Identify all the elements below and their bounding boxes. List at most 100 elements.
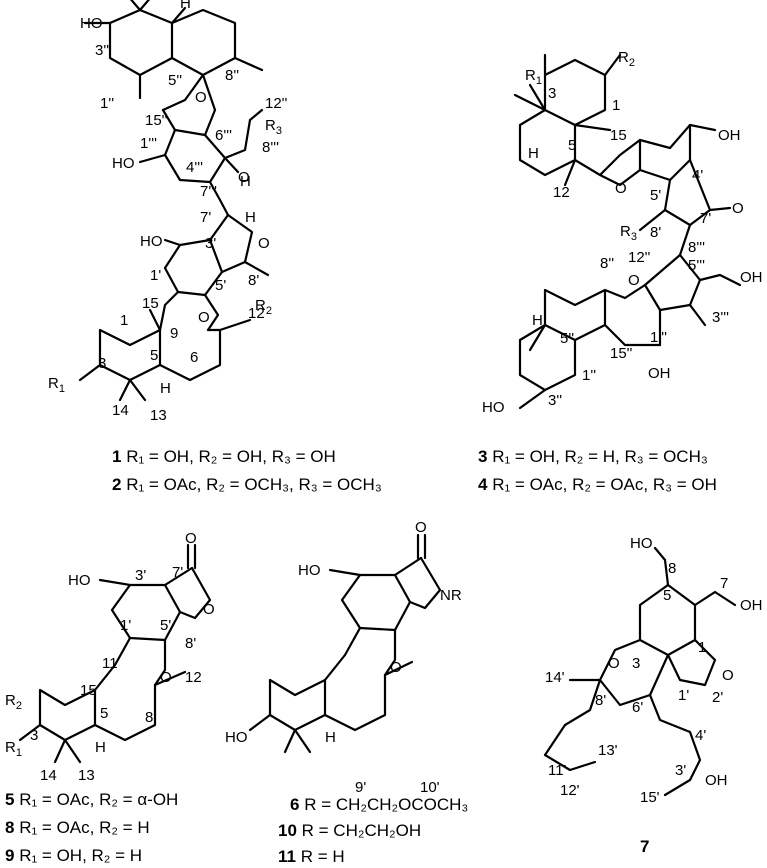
atom-label: 11 <box>102 655 118 672</box>
caption-compound-10: 10 R = CH₂CH₂OH <box>278 821 421 840</box>
atom-label: 1'' <box>100 95 114 112</box>
caption-compound-8: 8 R₁ = OAc, R₂ = H <box>5 818 150 837</box>
structure-compound-6-10-11: O HO NR O HO H <box>225 519 462 754</box>
atom-label: 8''' <box>262 139 279 156</box>
atom-label: 15'' <box>145 112 168 129</box>
caption-compound-2: 2 R₁ = OAc, R₂ = OCH₃, R₃ = OCH₃ <box>112 475 382 494</box>
atom-label: 1 <box>120 312 128 329</box>
oh-label: OH <box>648 365 671 382</box>
atom-label: 3 <box>98 355 106 372</box>
atom-label: 8' <box>248 272 259 289</box>
atom-label: 1'' <box>582 367 596 384</box>
atom-label: 10' <box>420 779 440 796</box>
atom-label: 1''' <box>650 329 667 346</box>
caption-compound-4: 4 R₁ = OAc, R₂ = OAc, R₃ = OH <box>478 475 717 494</box>
ho-label: HO <box>482 399 505 416</box>
ho-label: HO <box>298 562 321 579</box>
caption-compound-6: 6 R = CH₂CH₂OCOCH₃ <box>290 795 468 814</box>
atom-label: 5'' <box>560 330 574 347</box>
oxygen-label: O <box>615 180 627 197</box>
ho-label: HO <box>630 535 653 552</box>
atom-label: 1' <box>120 617 131 634</box>
atom-label: 12 <box>248 305 265 322</box>
atom-label: 12' <box>560 782 580 799</box>
atom-label: 15 <box>610 127 627 144</box>
atom-label: 8 <box>145 709 153 726</box>
atom-label: 6''' <box>215 127 232 144</box>
oxygen-label: O <box>732 200 744 217</box>
oxygen-label: O <box>628 272 640 289</box>
oxygen-label: O <box>722 667 734 684</box>
caption-compound-1: 1 R₁ = OH, R₂ = OH, R₃ = OH <box>112 447 336 466</box>
hydrogen-label: H <box>245 209 256 226</box>
atom-label: 4' <box>695 727 706 744</box>
oxygen-label: O <box>198 309 210 326</box>
atom-label: 8' <box>650 224 661 241</box>
structure-compound-1-2: HO 3'' 5'' H 8'' 12'' 1'' 15'' O 6''' R3… <box>48 0 288 424</box>
atom-label: 3 <box>632 655 640 672</box>
atom-label: 1''' <box>140 135 157 152</box>
r2-label: R2 <box>255 297 272 317</box>
atom-label: 15 <box>142 295 159 312</box>
oxygen-label: O <box>258 235 270 252</box>
atom-label: 3' <box>205 235 216 252</box>
oh-label: OH <box>705 772 728 789</box>
atom-label: 3'' <box>548 392 562 409</box>
atom-label: 7' <box>700 210 711 227</box>
structure-compound-7: HO 8 7 OH 5 3 1 O O 14' 8' 6' 1' 2' 4' 1… <box>543 535 763 806</box>
atom-label: 5' <box>650 187 661 204</box>
atom-label: 5 <box>568 137 576 154</box>
structure-compound-3-4: R1 R2 3 1 5 H 15 OH O 12 5' 4' 7' O R3 8… <box>482 49 763 416</box>
oxygen-label: O <box>185 530 197 547</box>
structure-compound-5-8-9: O HO 3' 7' 1' 5' O 8' 11 15 O 12 8 R2 3 … <box>5 530 215 784</box>
atom-label: 13 <box>150 407 167 424</box>
hydrogen-label: H <box>532 312 543 329</box>
atom-label: 3''' <box>712 309 729 326</box>
oxygen-label: O <box>160 669 172 686</box>
hydrogen-label: H <box>180 0 191 12</box>
atom-label: 5 <box>663 587 671 604</box>
atom-label: 8' <box>595 692 606 709</box>
atom-label: 5 <box>100 705 108 722</box>
oxygen-label: O <box>608 655 620 672</box>
atom-label: 5'' <box>168 72 182 89</box>
atom-label: 11' <box>548 762 567 779</box>
atom-label: 3 <box>30 727 38 744</box>
hydrogen-label: H <box>528 145 539 162</box>
atom-label: 1 <box>698 639 706 656</box>
atom-label: 9 <box>170 325 178 342</box>
hydrogen-label: H <box>95 739 106 756</box>
atom-label: 4''' <box>186 159 203 176</box>
atom-label: 9' <box>355 779 366 796</box>
atom-label: 8 <box>668 560 676 577</box>
atom-label: 14' <box>545 669 565 686</box>
atom-label: 3' <box>675 762 686 779</box>
caption-compound-5: 5 R₁ = OAc, R₂ = α-OH <box>5 790 178 809</box>
ho-label: HO <box>225 729 248 746</box>
atom-label: 1' <box>678 687 689 704</box>
atom-label: 15' <box>640 789 660 806</box>
atom-label: 5' <box>215 277 226 294</box>
atom-label: 15 <box>80 682 97 699</box>
ho-label: HO <box>140 233 163 250</box>
atom-label: 13 <box>78 767 95 784</box>
oh-label: OH <box>718 127 741 144</box>
atom-label: 7' <box>172 564 183 581</box>
ho-label: HO <box>68 572 91 589</box>
oh-label: OH <box>740 269 763 286</box>
atom-label: 8' <box>185 635 196 652</box>
atom-label: 3' <box>135 567 146 584</box>
atom-label: 2' <box>712 689 723 706</box>
hydrogen-label: H <box>240 173 251 190</box>
oxygen-label: O <box>238 169 250 186</box>
caption-compound-11: 11 R = H <box>278 847 345 866</box>
atom-label: 7' <box>200 209 211 226</box>
hydrogen-label: H <box>325 729 336 746</box>
r2-label: R2 <box>5 692 22 712</box>
r3-label: R3 <box>620 223 637 243</box>
atom-label: 15'' <box>610 345 633 362</box>
caption-compound-3: 3 R₁ = OH, R₂ = H, R₃ = OCH₃ <box>478 447 708 466</box>
atom-label: 12'' <box>628 249 651 266</box>
oxygen-label: O <box>195 89 207 106</box>
